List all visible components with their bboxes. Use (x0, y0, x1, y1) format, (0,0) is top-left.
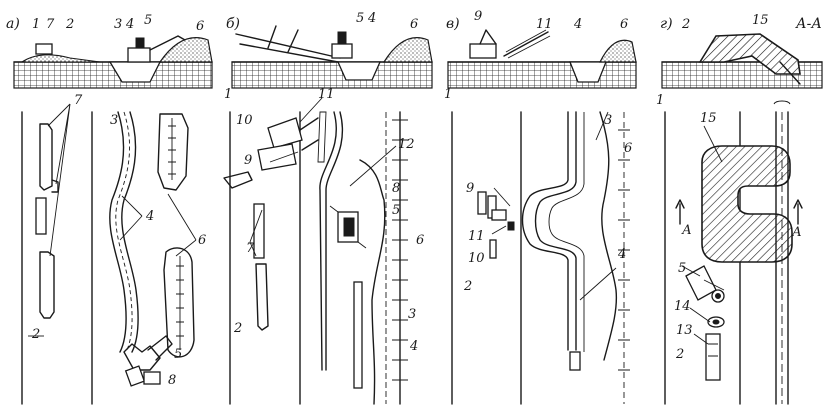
profile-b (231, 25, 433, 89)
plan-a (28, 103, 197, 387)
plan-frames (21, 111, 741, 405)
panel-label-g: г) (660, 16, 673, 32)
callout-label: 4 (145, 209, 154, 224)
callout-label: 6 (196, 19, 204, 34)
callout-label: 3 (110, 113, 118, 128)
callout-label: 11 (468, 229, 485, 244)
profile-a (13, 35, 213, 89)
callout-labels: 1 7 2 3 4 5 6 7 3 4 6 2 5 8 5 4 6 1 11 1… (31, 9, 769, 388)
callout-label: 1 (444, 87, 452, 102)
cut-marker-right: А (791, 225, 802, 240)
callout-label: 2 (65, 17, 74, 32)
callout-label: 10 (468, 251, 485, 266)
callout-label: 7 (246, 241, 255, 256)
callout-label: 2 (463, 279, 472, 294)
callout-label: 15 (700, 111, 717, 126)
callout-label: 13 (676, 323, 693, 338)
profile-strip (13, 25, 823, 89)
callout-label: 8 (392, 181, 400, 196)
callout-label: 4 (409, 339, 418, 354)
callout-label: 7 (46, 17, 55, 32)
callout-label: 7 (74, 93, 83, 108)
callout-label: 4 (617, 247, 626, 262)
callout-label: 5 (392, 203, 400, 218)
callout-label: 5 (144, 13, 152, 28)
callout-label: 6 (620, 17, 628, 32)
plan-b (223, 97, 408, 405)
panel-label-a: а) (6, 16, 20, 32)
callout-label: 5 (678, 261, 686, 276)
callout-label: 6 (416, 233, 424, 248)
callout-label: 11 (536, 17, 553, 32)
callout-label: 4 (125, 17, 134, 32)
callout-label: 15 (752, 13, 769, 28)
callout-label: 5 (174, 347, 182, 362)
callout-label: 3 (114, 17, 122, 32)
plan-v (477, 111, 630, 404)
callout-label: 2 (681, 17, 690, 32)
callout-label: 8 (168, 373, 176, 388)
callout-label: 9 (466, 181, 474, 196)
callout-label: 10 (236, 113, 253, 128)
callout-label: 1 (656, 93, 664, 108)
callout-label: 14 (674, 299, 691, 314)
callout-label: 1 (224, 87, 232, 102)
callout-label: 6 (198, 233, 206, 248)
callout-label: 2 (31, 327, 40, 342)
callout-label: 4 (573, 17, 582, 32)
panel-label-b: б) (226, 16, 240, 32)
profile-v (447, 29, 637, 89)
callout-label: 2 (675, 347, 684, 362)
callout-label: 2 (233, 321, 242, 336)
panel-labels: а) б) в) г) А-А А А (6, 16, 822, 240)
callout-label: 4 (367, 11, 376, 26)
callout-label: 1 (32, 17, 40, 32)
panel-label-v: в) (446, 16, 460, 32)
callout-label: 3 (604, 113, 612, 128)
callout-label: 12 (398, 137, 415, 152)
callout-label: 6 (410, 17, 418, 32)
callout-label: 3 (408, 307, 416, 322)
callout-label: 5 (356, 11, 364, 26)
callout-label: 11 (318, 87, 335, 102)
callout-label: 9 (244, 153, 252, 168)
cut-marker-left: А (681, 223, 692, 238)
plan-g (675, 100, 803, 405)
callout-label: 9 (474, 9, 482, 24)
profile-g (661, 33, 823, 89)
section-label: А-А (795, 16, 822, 32)
callout-label: 6 (624, 141, 632, 156)
